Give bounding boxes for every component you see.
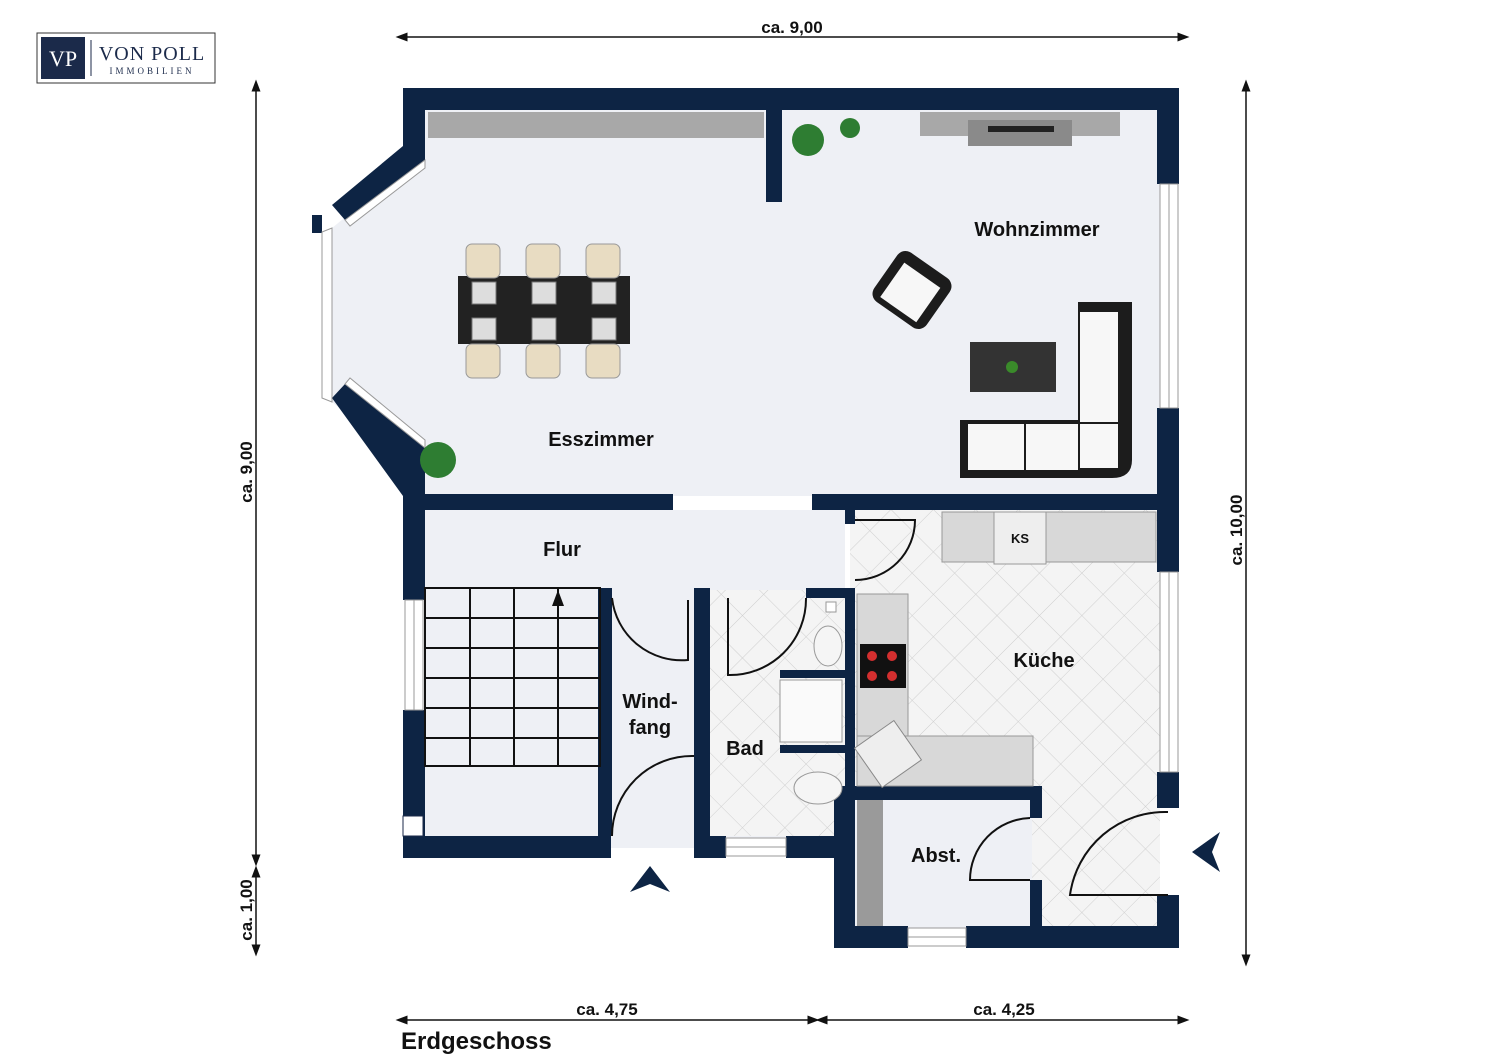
room-label-kueche: Küche: [1013, 650, 1074, 672]
sofa-set: [872, 250, 1132, 478]
dimension-left-extension: ca. 1,00: [237, 879, 256, 940]
logo-subtitle: IMMOBILIEN: [110, 66, 195, 76]
kitchen-fixtures: KS: [853, 511, 1157, 789]
storage-shelf: [857, 800, 883, 926]
entrance-arrow-icon: [630, 866, 670, 892]
room-label-wohnzimmer: Wohnzimmer: [974, 219, 1099, 241]
logo-monogram: VP: [49, 46, 77, 71]
room-label-bad: Bad: [726, 738, 764, 760]
room-label-windfang-1: Wind-: [622, 691, 677, 713]
room-label-abst: Abst.: [911, 845, 961, 867]
doors: [611, 519, 1169, 896]
dimension-top-width: ca. 9,00: [761, 18, 822, 37]
bathroom-fixtures: [779, 601, 843, 805]
dining-table-set: [458, 243, 630, 379]
room-label-flur: Flur: [543, 539, 581, 561]
floor-title: Erdgeschoss: [401, 1028, 552, 1055]
fridge-label: KS: [1011, 531, 1029, 546]
logo-name: VON POLL: [99, 43, 205, 65]
dimension-bottom-left: ca. 4,75: [576, 1000, 637, 1019]
von-poll-logo: VP VON POLL IMMOBILIEN: [36, 32, 216, 84]
dimension-left-height: ca. 9,00: [237, 441, 256, 502]
room-label-windfang-2: fang: [629, 717, 671, 739]
windows: [321, 159, 1179, 947]
room-label-esszimmer: Esszimmer: [548, 429, 654, 451]
dimension-lines: [251, 32, 1251, 1025]
dimension-bottom-right: ca. 4,25: [973, 1000, 1034, 1019]
plants: [420, 118, 860, 478]
walls: [312, 88, 1179, 948]
side-entrance-arrow-icon: [1192, 832, 1220, 872]
staircase: [424, 587, 601, 767]
sideboard: [428, 112, 1120, 146]
stair-logo-icon: [402, 815, 424, 837]
dimension-right-height: ca. 10,00: [1227, 495, 1246, 566]
